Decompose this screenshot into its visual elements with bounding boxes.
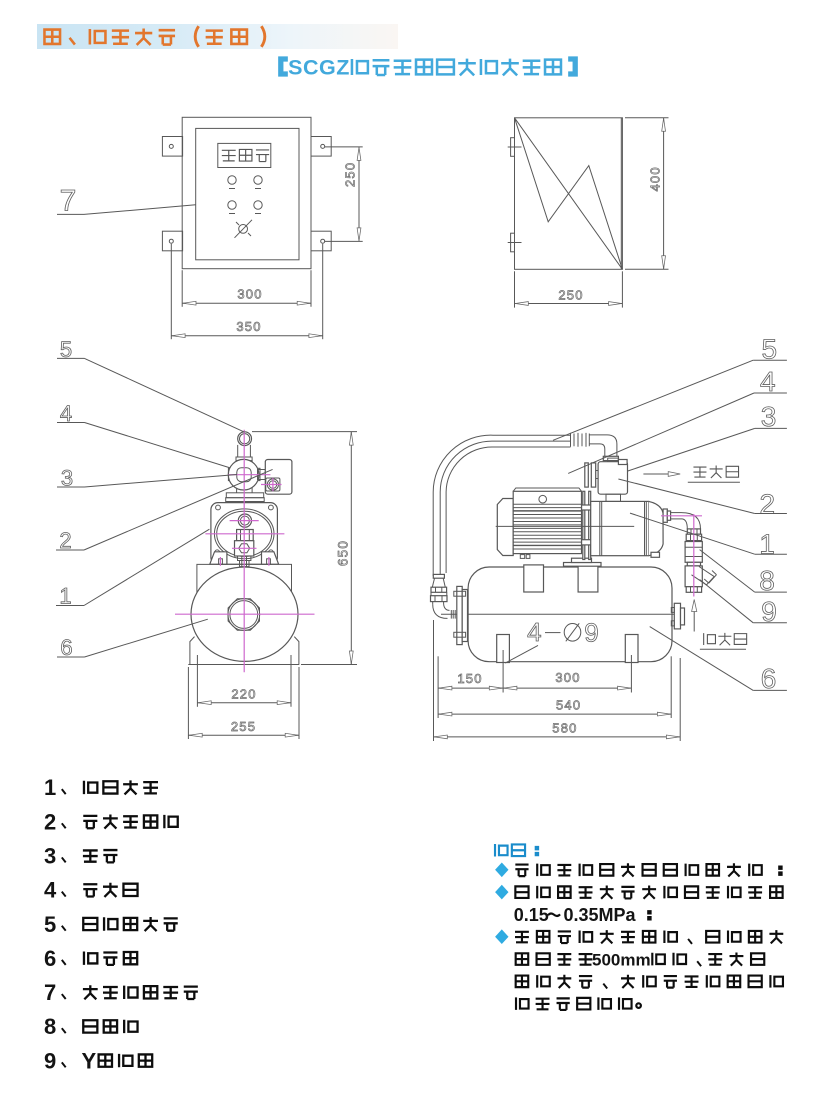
svg-text:5: 5	[44, 912, 56, 937]
svg-text:3: 3	[761, 401, 777, 432]
svg-text:1: 1	[759, 529, 775, 560]
svg-text:1: 1	[59, 584, 71, 609]
svg-text:SCGZ: SCGZ	[288, 55, 350, 79]
svg-text:Y: Y	[82, 1048, 97, 1073]
svg-text:9: 9	[761, 596, 777, 627]
svg-text:350: 350	[236, 319, 261, 334]
svg-text:4: 4	[527, 617, 541, 647]
svg-text:250: 250	[343, 162, 358, 187]
svg-text:7: 7	[60, 185, 77, 218]
svg-text:2: 2	[44, 809, 56, 834]
svg-text:3: 3	[61, 466, 73, 491]
svg-text:6: 6	[44, 946, 56, 971]
svg-text:8: 8	[759, 565, 775, 596]
svg-text:250: 250	[558, 287, 583, 302]
svg-text:300: 300	[555, 670, 580, 685]
svg-text:4: 4	[44, 878, 57, 903]
svg-text:2: 2	[59, 528, 71, 553]
svg-text:400: 400	[648, 166, 663, 191]
svg-text:0.35MPa: 0.35MPa	[564, 905, 637, 925]
svg-text:5: 5	[60, 337, 72, 362]
svg-text:300: 300	[237, 286, 262, 301]
svg-text:8: 8	[44, 1014, 56, 1039]
svg-text:6: 6	[761, 663, 777, 694]
svg-text:9: 9	[44, 1048, 56, 1073]
svg-text:500mm: 500mm	[592, 951, 651, 970]
svg-text:2: 2	[760, 489, 776, 520]
svg-text:7: 7	[44, 980, 56, 1005]
svg-text:540: 540	[556, 698, 581, 713]
svg-text:150: 150	[457, 671, 482, 686]
svg-text:4: 4	[760, 366, 776, 397]
svg-text:9: 9	[584, 617, 598, 647]
svg-text:0.15: 0.15	[514, 905, 549, 925]
svg-text:580: 580	[552, 721, 577, 736]
svg-text:5: 5	[762, 334, 778, 365]
svg-text:3: 3	[44, 844, 56, 869]
svg-text:6: 6	[60, 635, 72, 660]
svg-text:4: 4	[60, 401, 72, 426]
svg-text:650: 650	[336, 540, 351, 566]
svg-text:255: 255	[231, 719, 256, 734]
svg-text:1: 1	[44, 775, 56, 800]
svg-text:220: 220	[231, 687, 256, 702]
